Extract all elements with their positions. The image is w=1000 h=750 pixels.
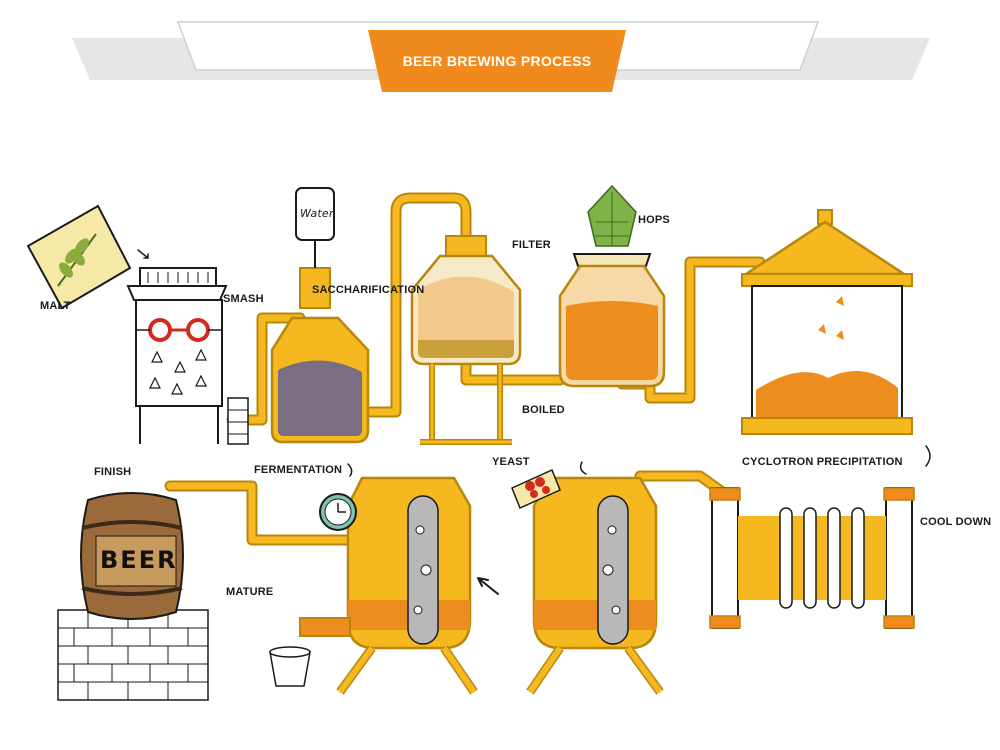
label-saccharification: SACCHARIFICATION	[312, 284, 425, 296]
label-boiled: BOILED	[522, 404, 565, 416]
flow-arrows	[137, 249, 931, 595]
label-cyclotron-precipitation: CYCLOTRON PRECIPITATION	[742, 456, 903, 468]
label-filter: FILTER	[512, 239, 551, 251]
saccharification-tank	[270, 187, 370, 444]
barrel-label: BEER	[100, 546, 178, 574]
yeast-icon	[511, 468, 561, 510]
boil-tank	[558, 253, 666, 388]
cooler	[709, 487, 915, 629]
page-title: BEER BREWING PROCESS	[402, 53, 592, 69]
smash-machine	[126, 267, 249, 445]
pipes	[164, 192, 766, 546]
bucket-icon	[269, 646, 311, 687]
yeast-tank	[526, 476, 664, 695]
beer-barrel	[80, 492, 184, 620]
label-smash: SMASH	[223, 293, 264, 305]
label-cool-down: COOL DOWN	[920, 516, 992, 528]
label-yeast: YEAST	[492, 456, 530, 468]
malt-icon	[26, 204, 132, 310]
clock-icon	[319, 493, 357, 531]
title-banner	[72, 21, 930, 92]
label-malt: MALT	[40, 300, 71, 312]
label-mature: MATURE	[226, 586, 274, 598]
filter-tank	[410, 235, 522, 445]
label-hops: HOPS	[638, 214, 670, 226]
fermentation-tank	[299, 476, 478, 695]
hops-icon	[587, 184, 637, 247]
water-tank-label: Water	[300, 207, 334, 220]
cyclotron-tank	[741, 209, 913, 435]
label-fermentation: FERMENTATION	[254, 464, 343, 476]
brick-pedestal	[57, 609, 209, 701]
label-finish: FINISH	[94, 466, 132, 478]
